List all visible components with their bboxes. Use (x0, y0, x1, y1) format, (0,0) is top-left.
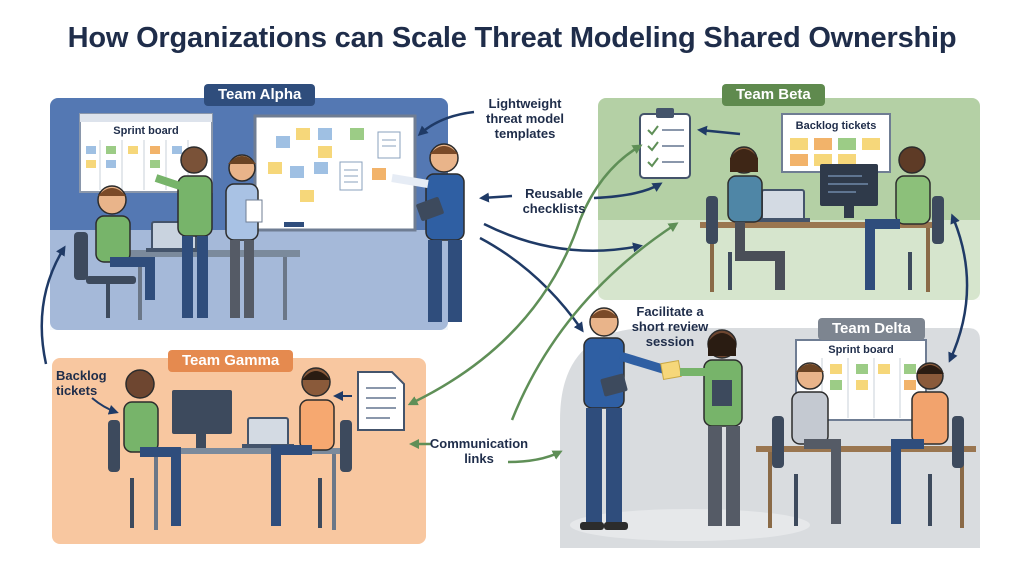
arrow-gamma-to-alpha (40, 245, 66, 365)
alpha-whiteboard (253, 114, 417, 232)
beta-backlog-board (781, 113, 891, 173)
communication-links-label: Communication links (429, 436, 529, 466)
document-checklist-icon (357, 371, 405, 431)
delta-chair-left (772, 416, 798, 526)
alpha-person-pointing (154, 146, 213, 318)
arrow-beta-delta-link (948, 213, 969, 363)
delta-person-woman (891, 362, 949, 524)
beta-backlog-board-title: Backlog tickets (795, 120, 877, 132)
templates-label: Lightweight threat model templates (485, 96, 564, 141)
alpha-person-seated (95, 185, 155, 300)
beta-person-woman (727, 146, 785, 290)
clipboard-checklist-icon (639, 108, 691, 179)
team-gamma-badge: Team Gamma (168, 350, 294, 372)
arrow-checklists-to-alpha (479, 192, 513, 203)
arrow-clipboard-return (697, 125, 741, 136)
laptop-icon (756, 189, 810, 222)
page-title: How Organizations can Scale Threat Model… (67, 22, 957, 54)
beta-chair-left (706, 196, 732, 290)
team-alpha-badge: Team Alpha (204, 84, 316, 106)
gamma-person-right (271, 367, 335, 526)
gamma-chair-right (318, 420, 352, 528)
checklists-label: Reusable checklists (522, 186, 586, 216)
laptop-icon (242, 417, 294, 448)
alpha-person-woman (225, 154, 263, 318)
monitor-icon (820, 164, 878, 218)
handoff-note (660, 359, 682, 381)
monitor-icon (172, 390, 232, 448)
arrow-comm-to-review (507, 450, 563, 464)
gamma-person-left (123, 369, 181, 526)
backlog-tickets-label: Backlog tickets (56, 368, 107, 398)
gamma-chair-left (108, 420, 134, 528)
gamma-desk (140, 448, 350, 530)
beta-chair-right (908, 196, 944, 290)
team-delta-badge: Team Delta (818, 318, 925, 340)
arrow-comm-to-beta (510, 222, 679, 421)
team-beta-badge: Team Beta (722, 84, 825, 106)
alpha-desk (120, 250, 300, 320)
alpha-sprint-board-title: Sprint board (113, 125, 179, 137)
review-session-label: Facilitate a short review session (631, 304, 709, 349)
beta-person-man (865, 146, 931, 290)
review-participant (680, 329, 743, 526)
delta-sprint-board-title: Sprint board (828, 344, 894, 356)
arrow-backlog-to-person (91, 397, 119, 415)
delta-person-man (791, 362, 841, 524)
arrow-gamma-to-clipboard (407, 144, 643, 406)
arrow-templates-to-whiteboard (417, 110, 475, 137)
delta-chair-right (928, 416, 964, 526)
alpha-chair (74, 232, 136, 318)
